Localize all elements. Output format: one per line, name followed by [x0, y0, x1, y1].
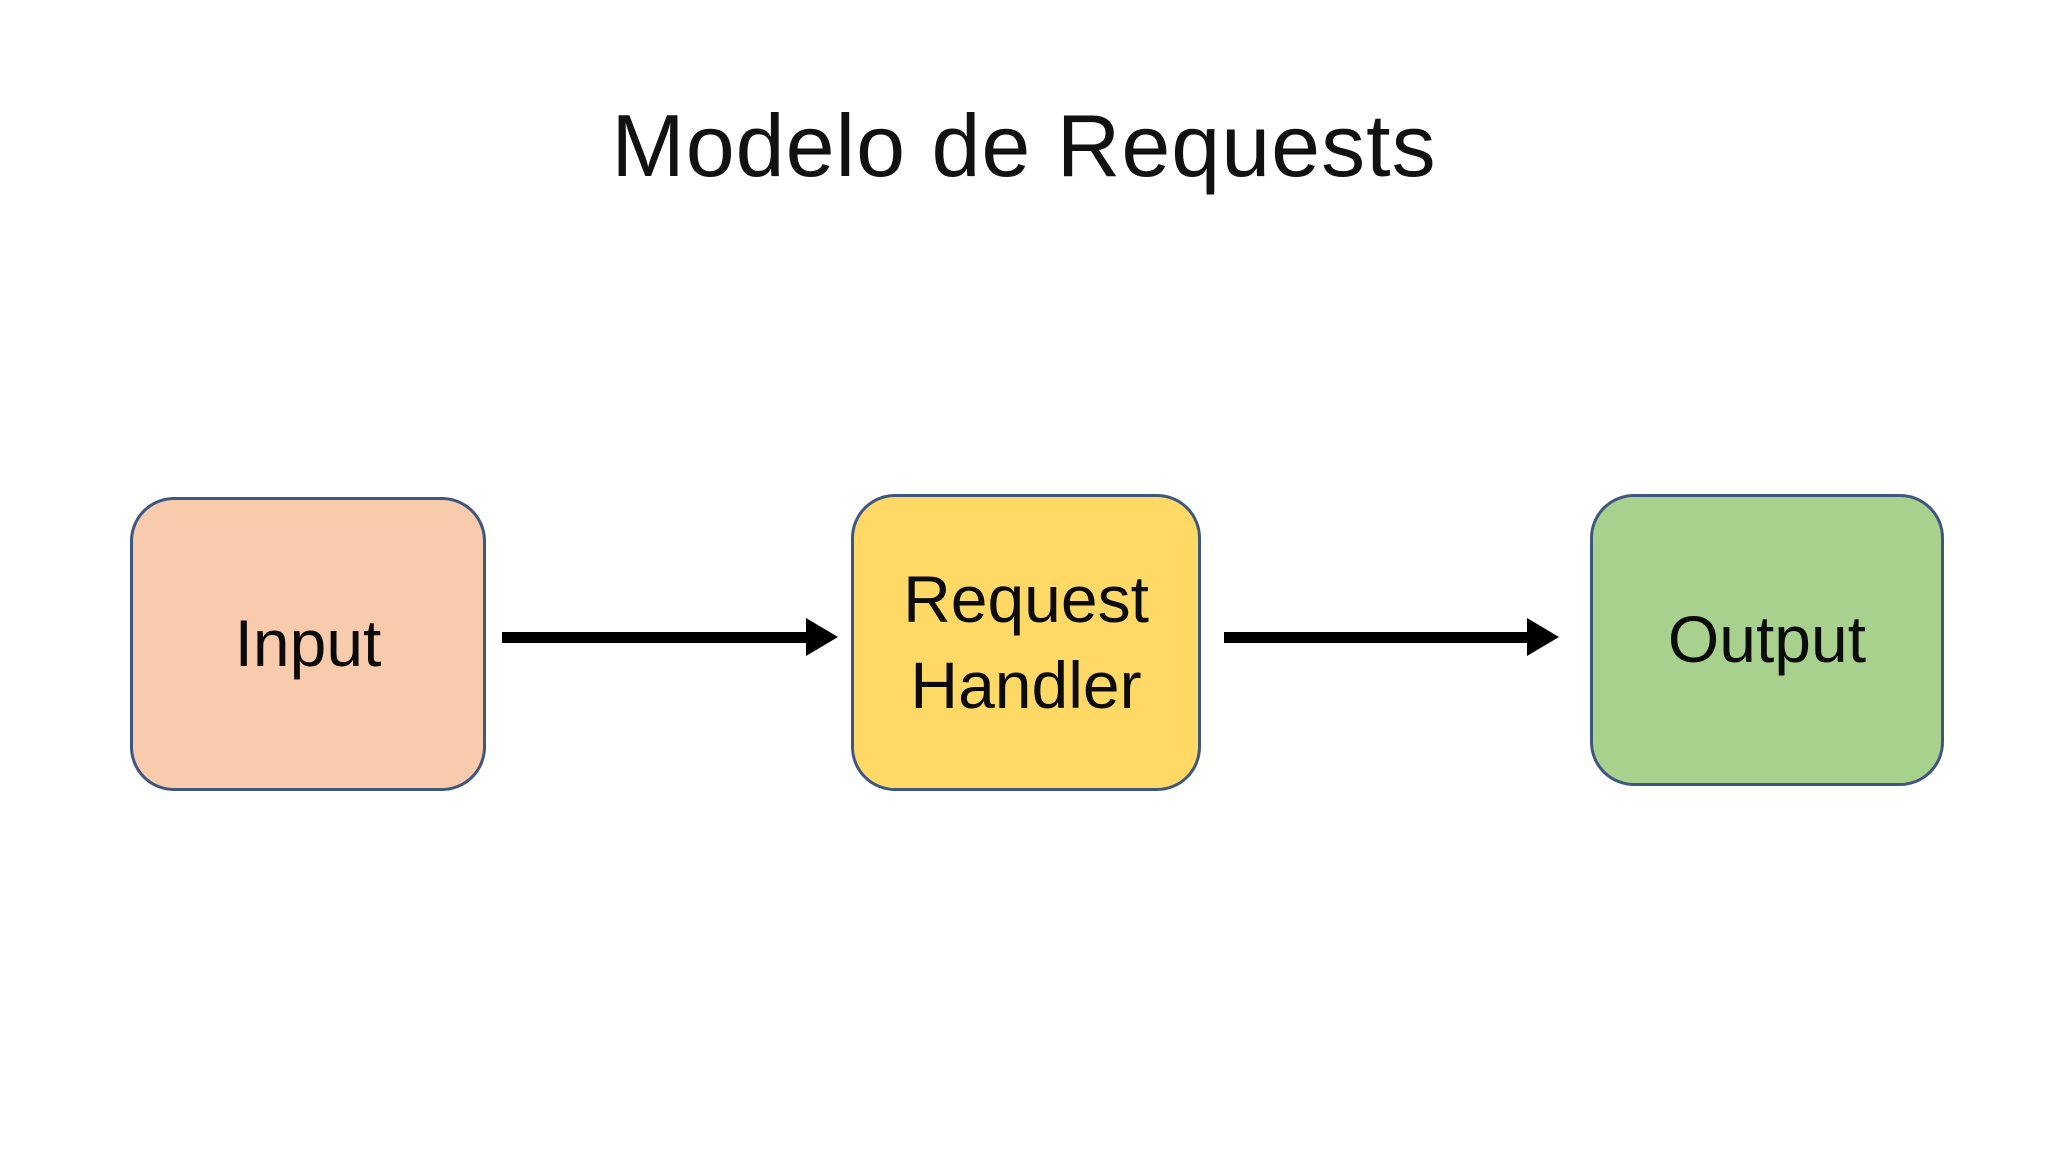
flow-node-request-handler: Request Handler: [851, 494, 1201, 791]
arrow-head-icon: [806, 618, 838, 656]
arrow-head-icon: [1527, 618, 1559, 656]
flow-node-output-label: Output: [1667, 602, 1867, 677]
flow-node-request-handler-label: Request Handler: [903, 561, 1149, 722]
arrow-shaft: [1224, 631, 1533, 643]
arrow-handler-to-output: [1224, 618, 1559, 656]
diagram-title: Modelo de Requests: [611, 96, 1437, 195]
flow-node-output: Output: [1590, 494, 1944, 786]
arrow-input-to-handler: [502, 618, 838, 656]
arrow-shaft: [502, 631, 812, 643]
flow-node-input: Input: [130, 497, 486, 791]
flow-node-input-label: Input: [234, 606, 382, 681]
